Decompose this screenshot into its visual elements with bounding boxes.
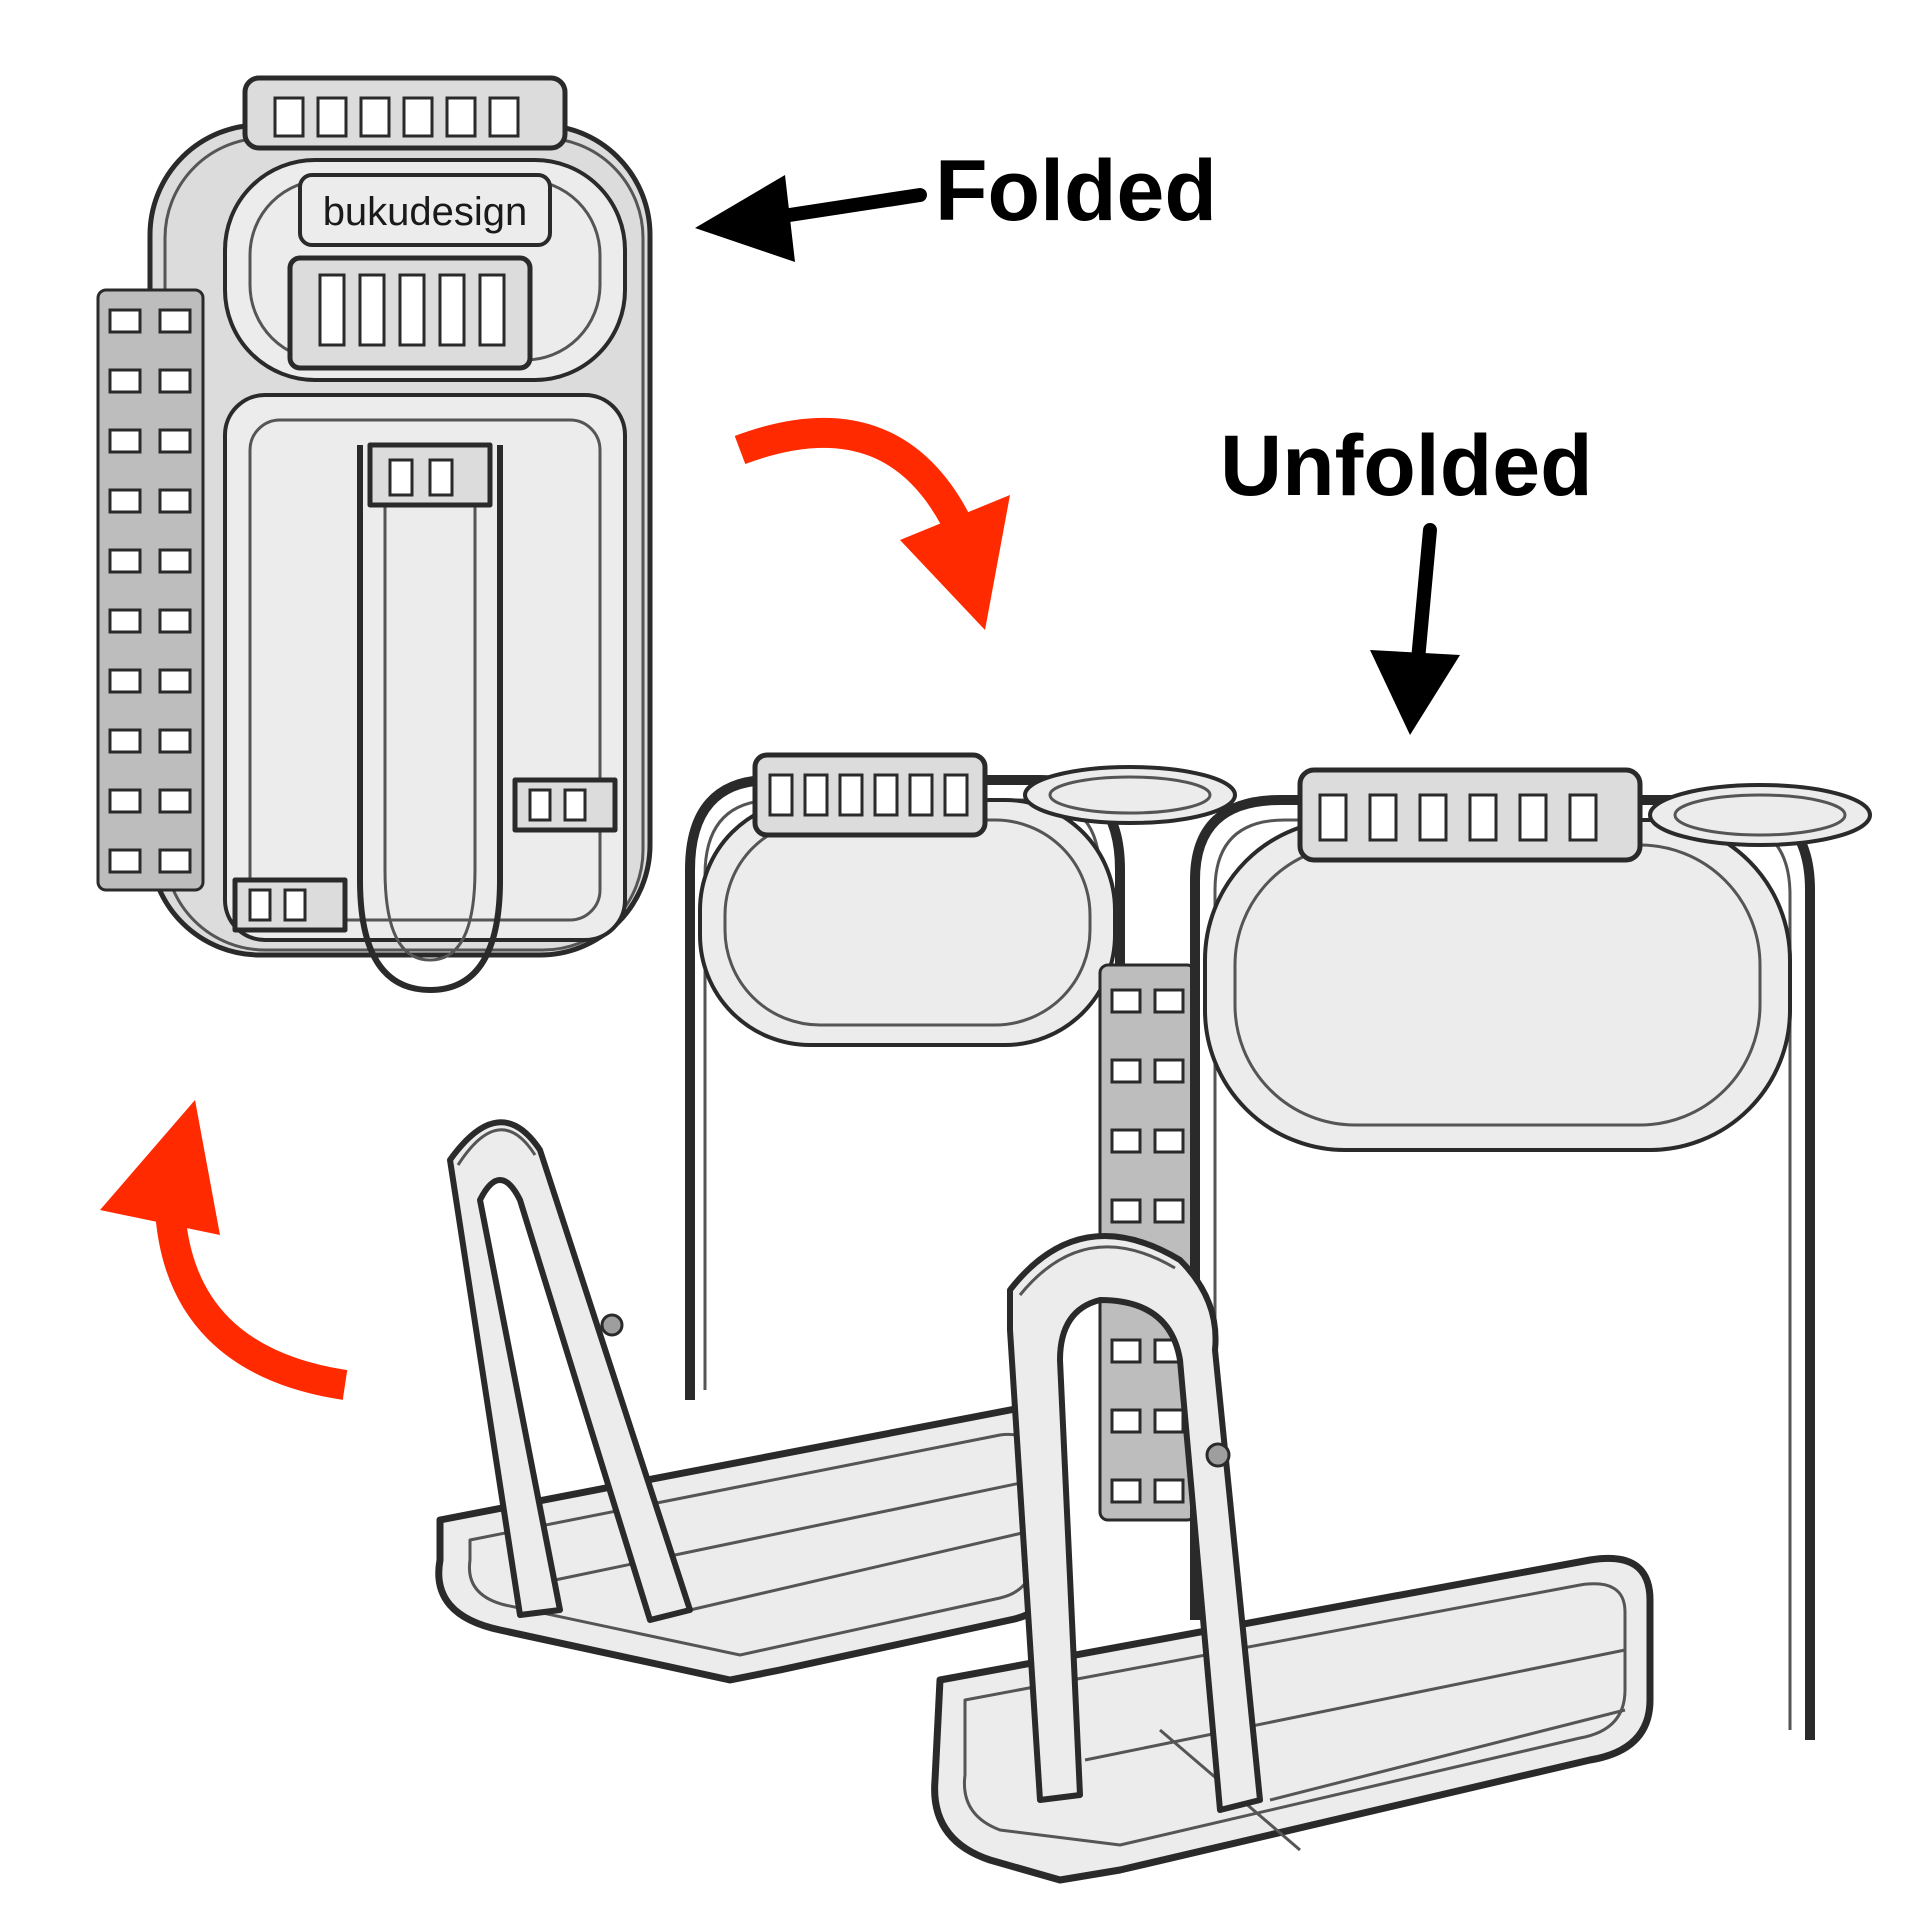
folded-comb-slots [318,273,506,347]
folded-label: Folded [935,143,1217,239]
unfolded-right-back-frame [1190,767,1872,1740]
folded-holder: bukudesign [96,75,653,993]
fold-motion-arrow [100,1100,348,1400]
unfolded-callout-arrow [1370,523,1460,735]
folded-callout-arrow [695,175,927,262]
unfold-motion-arrow [734,417,1010,630]
unfolded-left-hook [447,1119,693,1623]
logo-text: bukudesign [323,190,528,234]
unfolded-left-back-frame [685,752,1237,1400]
unfolded-right-base [931,1554,1654,1884]
unfolded-holder [435,752,1872,1884]
folded-side-rib-slots [108,308,192,874]
unfolded-label: Unfolded [1220,418,1593,514]
folded-top-tab-slots [273,96,520,138]
unfolded-right-hook [1007,1233,1263,1813]
